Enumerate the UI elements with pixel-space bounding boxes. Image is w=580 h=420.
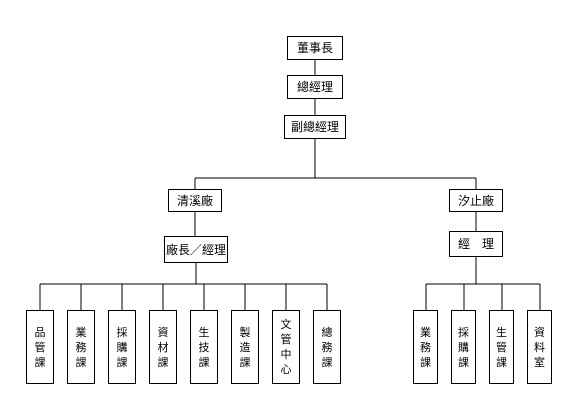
department-box-qingxi-1: 業務課 (67, 310, 95, 384)
department-box-qingxi-3: 資材課 (149, 310, 177, 384)
department-box-xizhi-0: 業務課 (413, 310, 438, 384)
department-box-xizhi-2: 生管課 (489, 310, 514, 384)
plant-qingxi-box: 清溪廠 (168, 189, 222, 212)
vice-general-manager-box: 副總經理 (284, 115, 346, 139)
general-manager-box: 總經理 (287, 75, 343, 99)
plant-qingxi-manager-box: 廠長／經理 (164, 236, 228, 263)
department-box-xizhi-1: 採購課 (451, 310, 476, 384)
chairman-box: 董事長 (287, 36, 343, 60)
plant-xizhi-box: 汐止廠 (449, 189, 503, 212)
department-box-qingxi-4: 生技課 (190, 310, 218, 384)
department-box-qingxi-6: 文管中心 (272, 310, 300, 384)
department-box-qingxi-2: 採購課 (108, 310, 136, 384)
plant-xizhi-manager-box: 經 理 (449, 231, 503, 257)
department-box-xizhi-3: 資料室 (527, 310, 552, 384)
department-box-qingxi-5: 製造課 (231, 310, 259, 384)
department-box-qingxi-0: 品管課 (26, 310, 54, 384)
department-box-qingxi-7: 總務課 (313, 310, 341, 384)
